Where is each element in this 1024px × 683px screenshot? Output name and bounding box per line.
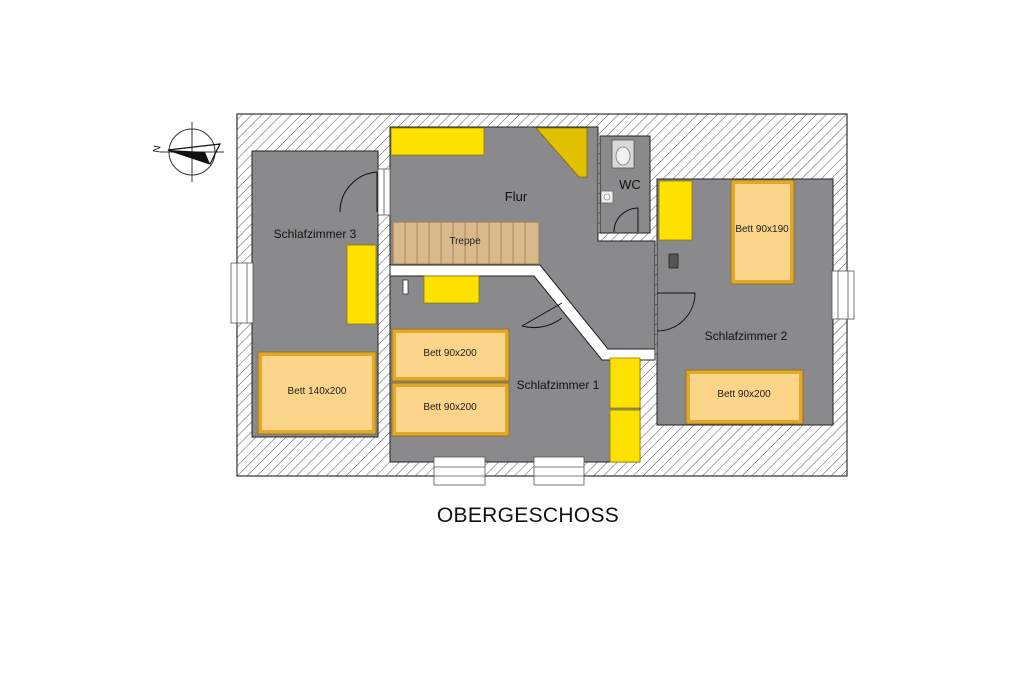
wardrobe-flur-corner <box>535 127 588 178</box>
floor-title: OBERGESCHOSS <box>437 504 619 527</box>
wardrobe-sz1-top <box>423 275 480 304</box>
wardrobe-sz3 <box>346 244 377 325</box>
room-label-wc: WC <box>619 177 641 192</box>
room-label-schlafzimmer-1: Schlafzimmer 1 <box>517 378 600 392</box>
door-swing-sz2 <box>656 292 696 332</box>
sink-drain-icon <box>603 193 611 201</box>
bed-sz1-a <box>391 328 510 382</box>
wardrobe-sz2 <box>658 180 693 241</box>
room-label-flur: Flur <box>505 189 528 204</box>
door-swing-sz3 <box>339 171 378 213</box>
wardrobe-sz1-right-top <box>609 357 641 409</box>
compass-north-label: N <box>151 145 163 154</box>
window-sz1-left <box>433 456 486 486</box>
wardrobe-sz1-right-bottom <box>609 409 641 463</box>
window-sz2 <box>831 270 855 320</box>
room-label-schlafzimmer-2: Schlafzimmer 2 <box>705 329 788 343</box>
bed-sz3-label: Bett 140x200 <box>288 386 347 397</box>
bed-sz1-b-label: Bett 90x200 <box>423 402 477 413</box>
bed-sz1-a-label: Bett 90x200 <box>423 348 477 359</box>
radiator-sz2 <box>668 253 679 269</box>
window-sz1-right <box>533 456 585 486</box>
door-opening-sz3 <box>377 168 391 216</box>
stairs-label: Treppe <box>449 236 481 247</box>
toilet-bowl-icon <box>615 146 631 166</box>
bed-sz2-top <box>730 179 795 285</box>
bed-sz2-bottom <box>685 369 804 425</box>
bed-sz2-bottom-label: Bett 90x200 <box>717 389 771 400</box>
bed-sz1-b <box>391 382 510 437</box>
window-sz3 <box>230 262 254 324</box>
compass-icon <box>160 122 224 182</box>
bed-sz2-top-label: Bett 90x190 <box>735 224 789 235</box>
stairs <box>392 221 540 265</box>
door-swing-sz1 <box>521 302 563 329</box>
door-swing-wc <box>613 207 639 233</box>
wardrobe-flur-top <box>390 127 485 156</box>
bed-sz3 <box>257 351 377 435</box>
room-label-schlafzimmer-3: Schlafzimmer 3 <box>274 227 357 241</box>
radiator-flur <box>402 279 409 295</box>
